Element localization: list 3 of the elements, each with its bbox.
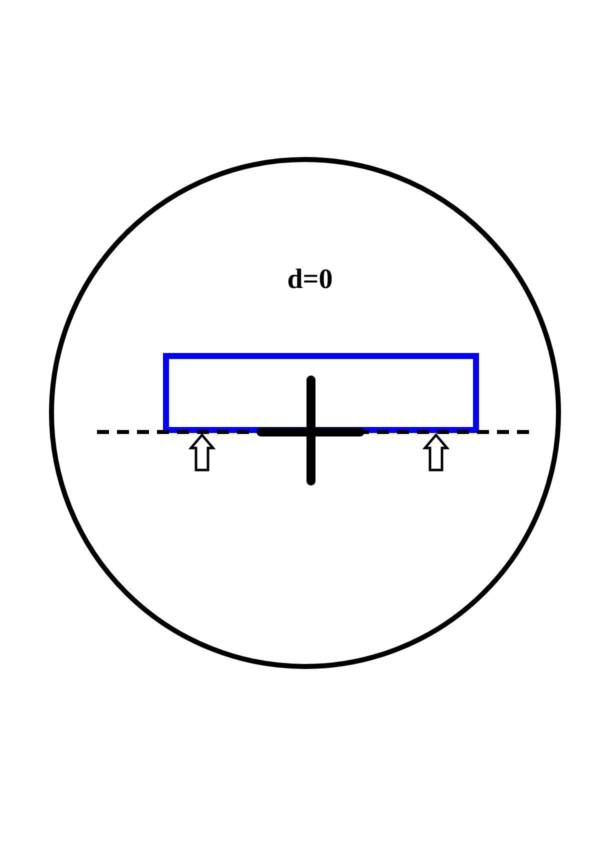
- circle-outline: [49, 157, 561, 669]
- rectangle: [163, 353, 479, 433]
- distance-label: d=0: [287, 264, 333, 296]
